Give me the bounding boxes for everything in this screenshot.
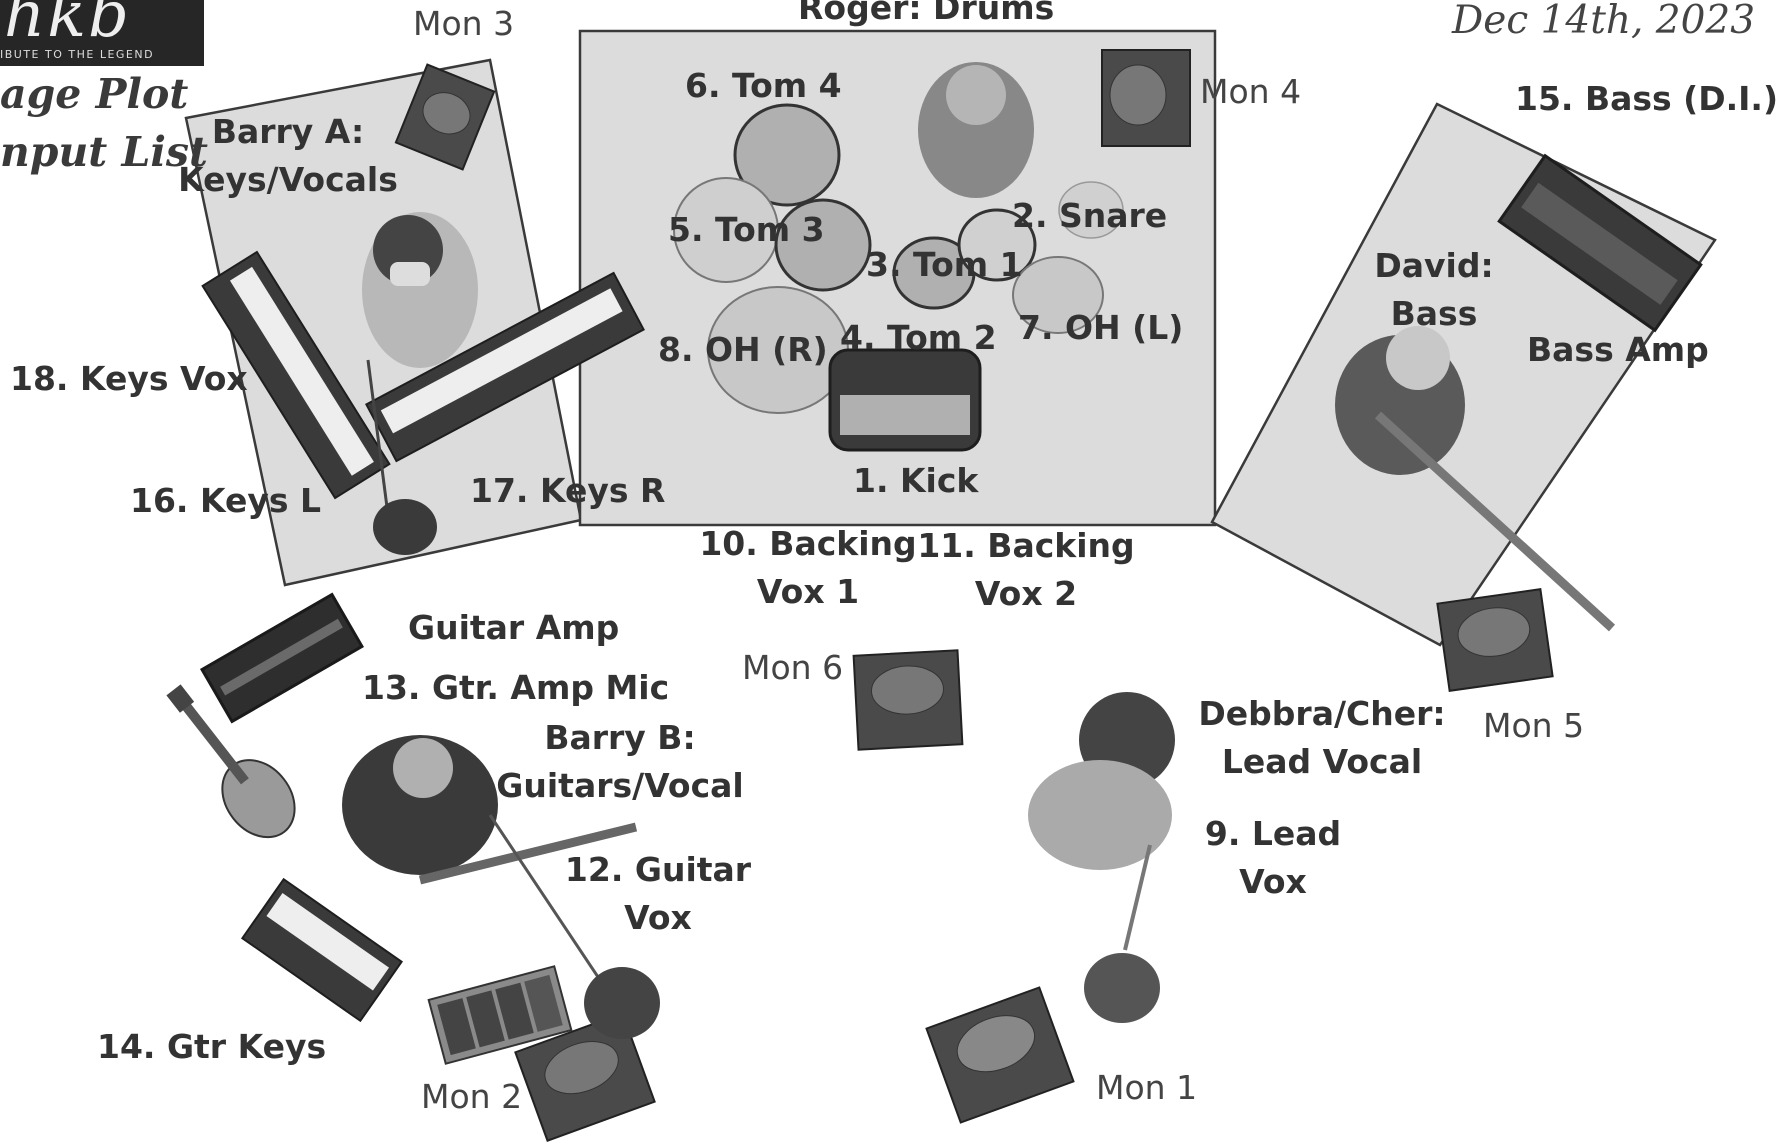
drum-kit-icon: [673, 62, 1124, 452]
input-keys-left: 16. Keys L: [130, 481, 321, 520]
pedalboard-icon: [427, 965, 573, 1065]
input-gtr-keys: 14. Gtr Keys: [97, 1027, 327, 1066]
lead-vocalist-icon: [1028, 692, 1175, 1023]
monitor-1-label: Mon 1: [1096, 1068, 1198, 1107]
monitor-wedge-icon: [394, 63, 496, 171]
monitor-5-label: Mon 5: [1483, 706, 1585, 745]
input-oh-left: 7. OH (L): [1018, 308, 1184, 347]
bass-amp-label: Bass Amp: [1527, 330, 1709, 369]
keyboard-icon: [201, 250, 391, 500]
bass-amp-icon: [1497, 153, 1703, 333]
monitor-wedge-icon: [1436, 588, 1554, 692]
keys-zone-label: Barry A:Keys/Vocals: [178, 112, 398, 199]
monitor-wedge-icon: [852, 649, 964, 751]
mic-stand-icon: [366, 359, 437, 555]
monitor-wedge-icon: [1101, 49, 1191, 147]
bass-riser: [1210, 102, 1717, 647]
keyboard-icon: [365, 271, 645, 463]
keys-player-icon: [362, 212, 478, 368]
monitor-4-label: Mon 4: [1200, 72, 1302, 111]
monitor-6-label: Mon 6: [742, 648, 844, 687]
guitar-amp-label: Guitar Amp: [408, 608, 620, 647]
drummer-label: Roger: Drums: [798, 0, 1055, 27]
monitor-wedge-icon: [514, 1012, 656, 1142]
stage-drawing: [166, 29, 1717, 1142]
input-bass-di: 15. Bass (D.I.): [1515, 79, 1778, 118]
input-keys-vox: 18. Keys Vox: [10, 359, 248, 398]
mic-stand-icon: [488, 814, 660, 1039]
page-subtitle: nput List: [0, 128, 208, 176]
lead-zone-label: Debbra/Cher:Lead Vocal: [1198, 694, 1446, 781]
monitor-3-label: Mon 3: [413, 4, 515, 43]
logo-mark: hkb: [4, 0, 131, 52]
bass-player-icon: [1335, 326, 1616, 632]
input-snare: 2. Snare: [1012, 196, 1168, 235]
input-tom3: 5. Tom 3: [668, 210, 825, 249]
keyboard-icon: [240, 877, 404, 1023]
guitar-amp-icon: [199, 592, 365, 724]
date-label: Dec 14th, 2023: [1452, 0, 1756, 43]
input-tom1: 3. Tom 1: [866, 245, 1023, 284]
guitar-zone-label: Barry B:Guitars/Vocal: [496, 718, 744, 805]
logo-tagline: IBUTE TO THE LEGEND: [0, 48, 155, 61]
bass-zone-label: David:Bass: [1374, 246, 1494, 333]
input-keys-right: 17. Keys R: [470, 471, 666, 510]
input-gtr-amp-mic: 13. Gtr. Amp Mic: [362, 668, 670, 707]
input-kick: 1. Kick: [853, 461, 979, 500]
band-logo: hkb IBUTE TO THE LEGEND: [0, 0, 204, 66]
monitor-wedge-icon: [925, 986, 1075, 1124]
input-tom4: 6. Tom 4: [685, 66, 842, 105]
guitar-player-icon: [342, 735, 638, 885]
input-oh-right: 8. OH (R): [658, 330, 828, 369]
monitor-2-label: Mon 2: [421, 1077, 523, 1116]
page-title: age Plot: [0, 70, 189, 118]
acoustic-guitar-icon: [166, 684, 296, 839]
input-tom2: 4. Tom 2: [840, 318, 997, 357]
